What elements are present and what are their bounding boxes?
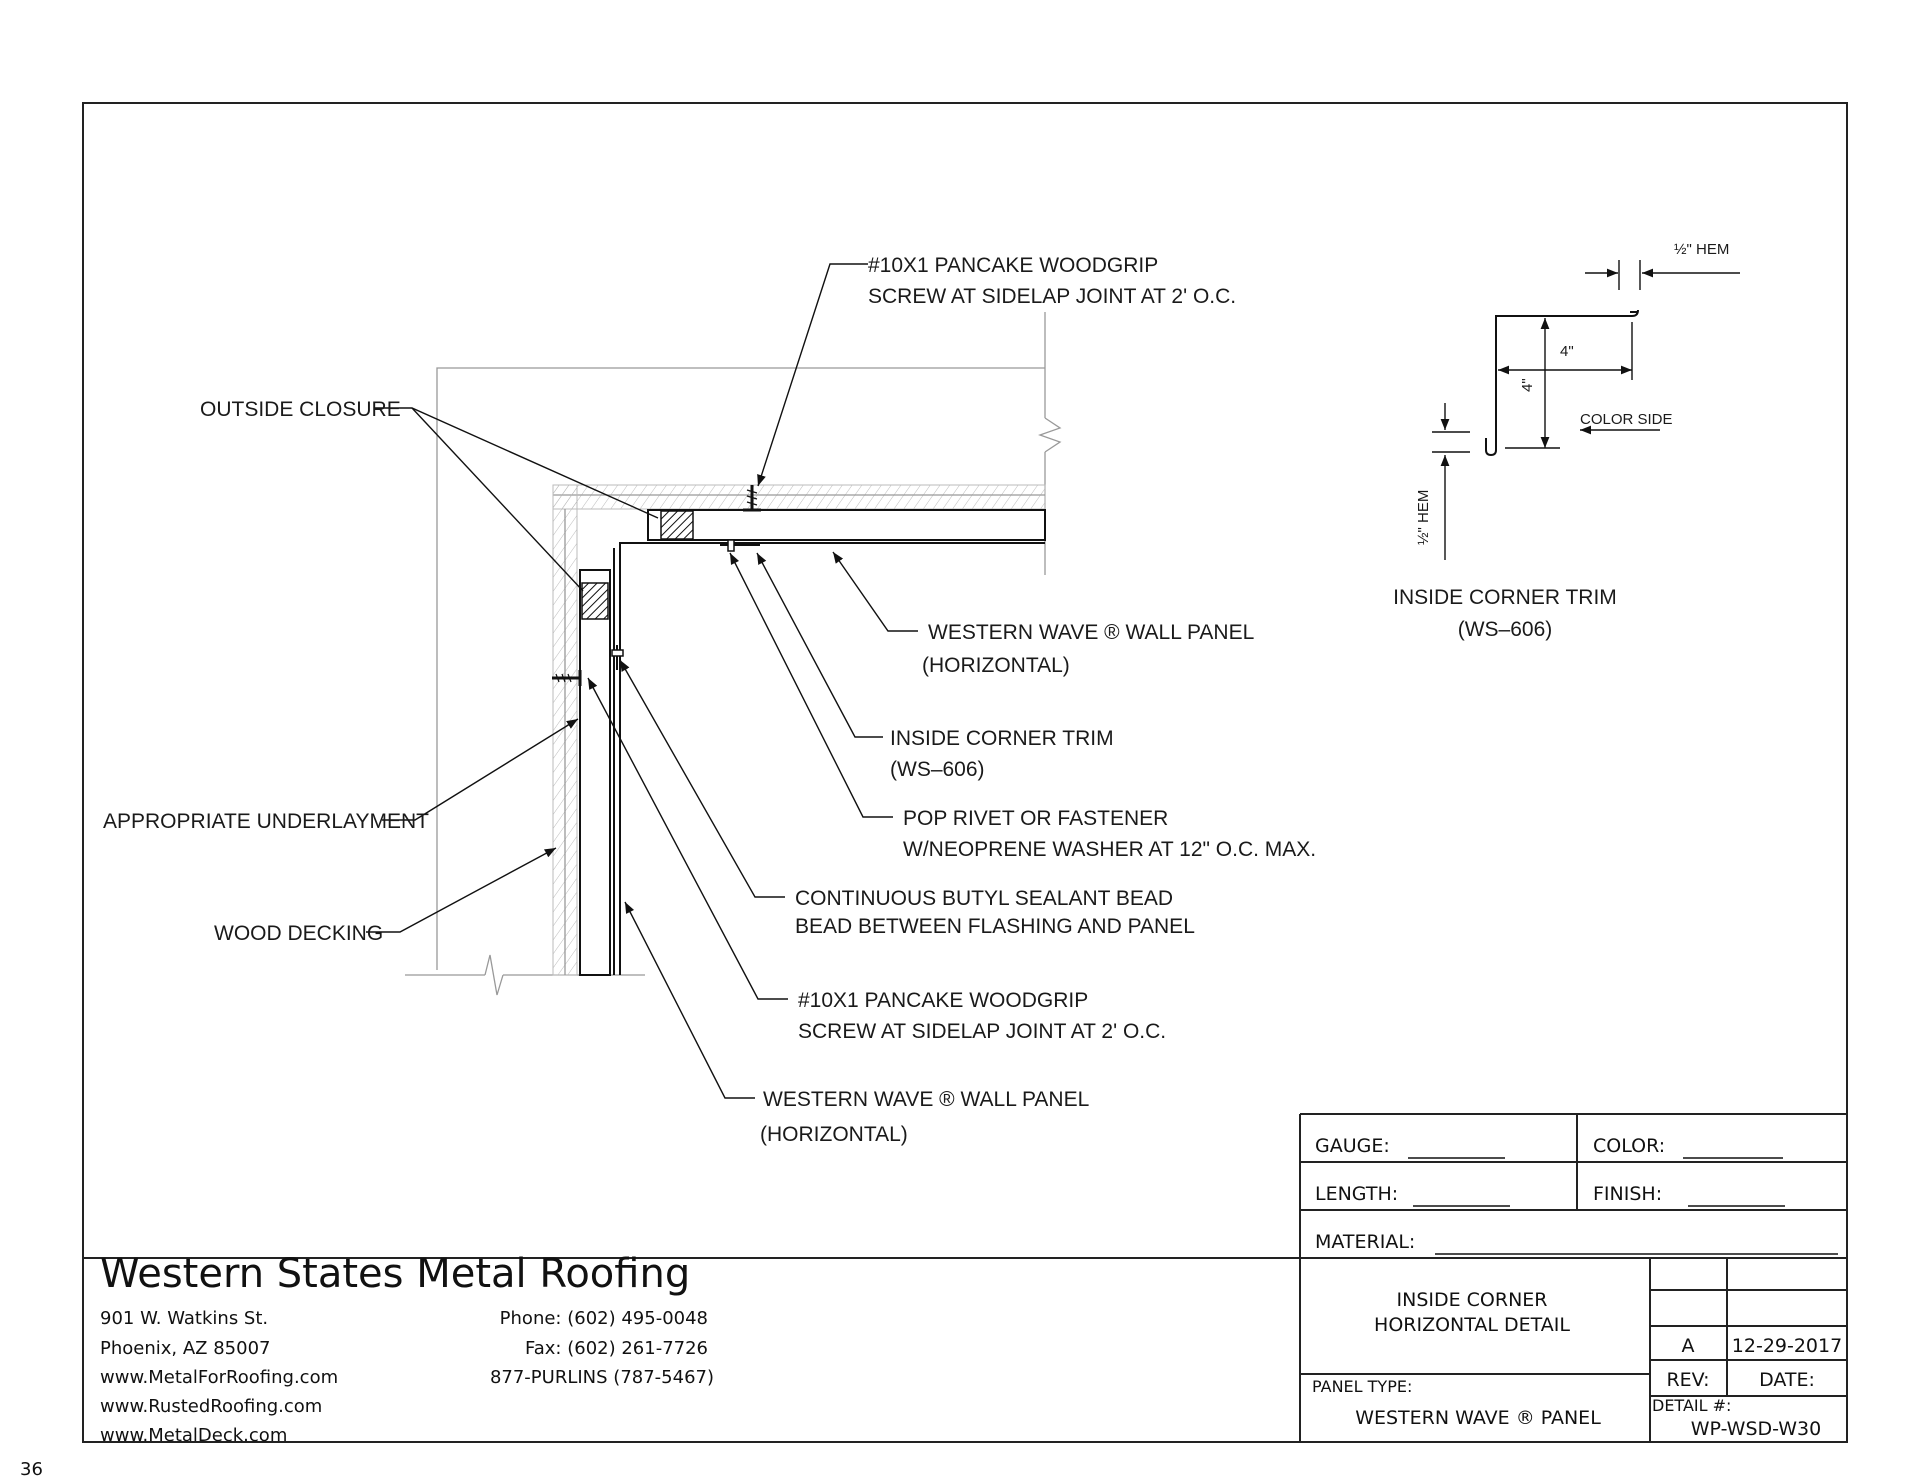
trim-dim-width: 4" bbox=[1560, 343, 1574, 360]
company-name: Western States Metal Roofing bbox=[100, 1251, 690, 1297]
company-web2[interactable]: www.RustedRoofing.com bbox=[100, 1396, 322, 1417]
callout-labels: #10X1 PANCAKE WOODGRIP SCREW AT SIDELAP … bbox=[103, 254, 1316, 1146]
trim-color-side: COLOR SIDE bbox=[1580, 411, 1673, 428]
company-tollfree: 877-PURLINS (787-5467) bbox=[490, 1367, 714, 1388]
detail-title-line2: HORIZONTAL DETAIL bbox=[1374, 1314, 1570, 1336]
callout-wall-panel-top-line1: WESTERN WAVE ® WALL PANEL bbox=[928, 621, 1254, 644]
company-web3[interactable]: www.MetalDeck.com bbox=[100, 1425, 287, 1446]
date-label: DATE: bbox=[1759, 1369, 1815, 1391]
trim-title-line1: INSIDE CORNER TRIM bbox=[1393, 586, 1617, 609]
panel-type-value: WESTERN WAVE ® PANEL bbox=[1355, 1407, 1601, 1429]
page-number: 36 bbox=[20, 1459, 43, 1480]
sheet-border bbox=[82, 102, 1848, 1443]
trim-hem-top: ½" HEM bbox=[1674, 241, 1729, 258]
trim-dim-height: 4" bbox=[1519, 378, 1536, 392]
panel-type-label: PANEL TYPE: bbox=[1312, 1377, 1412, 1396]
callout-wall-panel-top-line2: (HORIZONTAL) bbox=[922, 654, 1070, 677]
callout-butyl-line2: BEAD BETWEEN FLASHING AND PANEL bbox=[795, 915, 1195, 938]
callout-outside-closure: OUTSIDE CLOSURE bbox=[200, 398, 401, 421]
length-label: LENGTH: bbox=[1315, 1183, 1398, 1205]
gauge-label: GAUGE: bbox=[1315, 1135, 1390, 1157]
pop-rivet bbox=[611, 539, 760, 670]
material-label: MATERIAL: bbox=[1315, 1231, 1415, 1253]
detail-no-value: WP-WSD-W30 bbox=[1691, 1418, 1821, 1440]
detail-title-line1: INSIDE CORNER bbox=[1397, 1289, 1548, 1311]
callout-underlayment: APPROPRIATE UNDERLAYMENT bbox=[103, 810, 429, 833]
callout-inside-corner-trim-line2: (WS–606) bbox=[890, 758, 985, 781]
trim-title-line2: (WS–606) bbox=[1458, 618, 1553, 641]
callout-pop-rivet-line2: W/NEOPRENE WASHER AT 12" O.C. MAX. bbox=[903, 838, 1316, 861]
date-value: 12-29-2017 bbox=[1732, 1335, 1842, 1357]
callout-wall-panel-bottom-line2: (HORIZONTAL) bbox=[760, 1123, 908, 1146]
callout-screw-bottom-line2: SCREW AT SIDELAP JOINT AT 2' O.C. bbox=[798, 1020, 1166, 1043]
callout-wood-decking: WOOD DECKING bbox=[214, 922, 383, 945]
leader-lines bbox=[366, 263, 918, 1099]
company-web1[interactable]: www.MetalForRoofing.com bbox=[100, 1367, 338, 1388]
outside-closure-top bbox=[660, 510, 694, 540]
company-fax: Fax: (602) 261-7726 bbox=[525, 1338, 708, 1359]
screw-top bbox=[743, 485, 761, 512]
screw-side bbox=[552, 670, 582, 686]
title-block: GAUGE: COLOR: LENGTH: FINISH: MATERIAL: … bbox=[83, 1113, 1847, 1442]
detail-no-label: DETAIL #: bbox=[1652, 1396, 1731, 1415]
color-label: COLOR: bbox=[1593, 1135, 1665, 1157]
company-address2: Phoenix, AZ 85007 bbox=[100, 1338, 270, 1359]
section-drawing bbox=[405, 312, 1062, 996]
company-phone: Phone: (602) 495-0048 bbox=[500, 1308, 708, 1329]
finish-label: FINISH: bbox=[1593, 1183, 1662, 1205]
outside-closure-side bbox=[581, 582, 609, 620]
trim-profile-detail: ½" HEM 4" 4" COLOR SIDE ½" HEM INSIDE CO… bbox=[1393, 241, 1740, 641]
company-info: Western States Metal Roofing 901 W. Watk… bbox=[100, 1251, 714, 1446]
callout-wall-panel-bottom-line1: WESTERN WAVE ® WALL PANEL bbox=[763, 1088, 1089, 1111]
callout-pop-rivet-line1: POP RIVET OR FASTENER bbox=[903, 807, 1168, 830]
callout-screw-top-line1: #10X1 PANCAKE WOODGRIP bbox=[868, 254, 1158, 277]
callout-inside-corner-trim-line1: INSIDE CORNER TRIM bbox=[890, 727, 1114, 750]
callout-butyl-line1: CONTINUOUS BUTYL SEALANT BEAD bbox=[795, 887, 1173, 910]
callout-screw-top-line2: SCREW AT SIDELAP JOINT AT 2' O.C. bbox=[868, 285, 1236, 308]
trim-hem-side: ½" HEM bbox=[1415, 490, 1432, 545]
rev-value: A bbox=[1682, 1335, 1695, 1357]
company-address1: 901 W. Watkins St. bbox=[100, 1308, 268, 1329]
rev-label: REV: bbox=[1666, 1369, 1709, 1391]
callout-screw-bottom-line1: #10X1 PANCAKE WOODGRIP bbox=[798, 989, 1088, 1012]
